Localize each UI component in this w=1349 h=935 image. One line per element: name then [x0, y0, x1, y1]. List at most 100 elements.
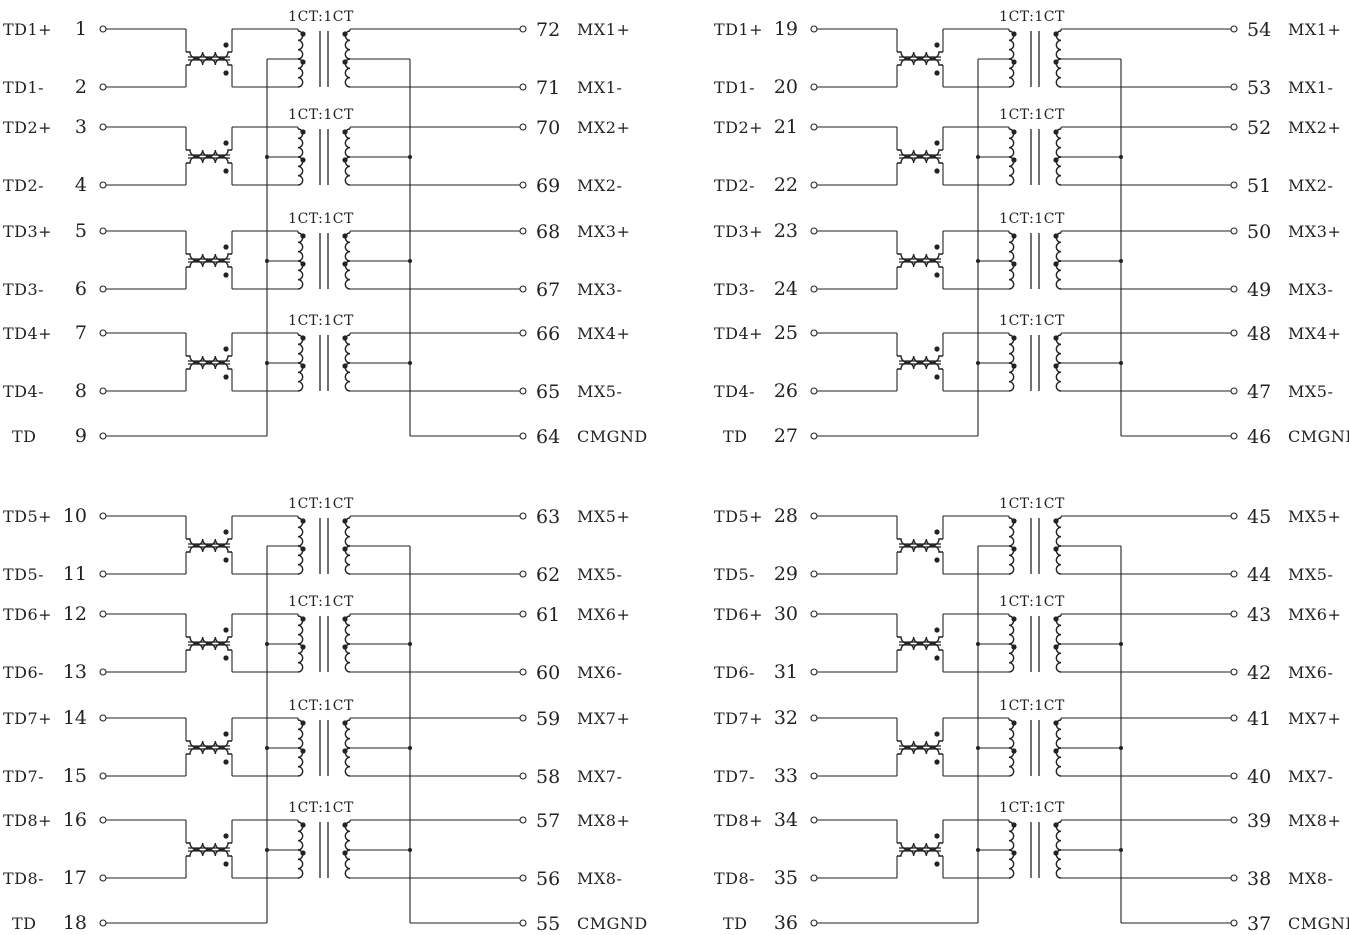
left-pin-number: 12 — [63, 603, 87, 625]
left-signal-label: TD3+ — [714, 222, 763, 241]
choke-coil-lower — [186, 259, 232, 268]
polarity-dot — [342, 616, 348, 622]
pin-terminal — [810, 512, 818, 520]
polarity-dot — [300, 363, 306, 369]
pin-terminal — [99, 816, 107, 824]
polarity-dot — [300, 31, 306, 37]
choke-coil-lower — [897, 57, 943, 66]
pin-terminal — [810, 874, 818, 882]
pin-terminal — [1230, 772, 1238, 780]
turns-ratio-label: 1CT:1CT — [288, 211, 354, 227]
common-mode-choke — [185, 718, 233, 776]
right-pin-number: 53 — [1247, 77, 1271, 99]
polarity-dot — [342, 720, 348, 726]
polarity-dot — [1053, 518, 1059, 524]
left-pin-number: 17 — [63, 867, 87, 889]
polarity-dot — [1053, 822, 1059, 828]
polarity-dot — [1011, 720, 1017, 726]
pin-terminal — [519, 816, 527, 824]
left-pin-number: 14 — [63, 707, 87, 729]
pin-terminal — [519, 668, 527, 676]
left-pin-number: 24 — [774, 278, 798, 300]
polarity-dot — [934, 861, 940, 867]
isolation-transformer — [297, 517, 351, 575]
right-pin-number: 66 — [536, 323, 560, 345]
common-mode-choke — [896, 718, 944, 776]
pin-terminal — [1230, 387, 1238, 395]
pin-terminal — [1230, 668, 1238, 676]
pin-terminal — [99, 714, 107, 722]
right-pin-number: 40 — [1247, 766, 1271, 788]
polarity-dot — [1053, 59, 1059, 65]
right-pin-number: 71 — [536, 77, 560, 99]
choke-coil-lower — [897, 155, 943, 164]
polarity-dot — [934, 70, 940, 76]
polarity-dot — [300, 748, 306, 754]
right-pin-number: 72 — [536, 19, 560, 41]
turns-ratio-label: 1CT:1CT — [999, 107, 1065, 123]
polarity-dot — [342, 233, 348, 239]
left-pin-number: 31 — [774, 661, 798, 683]
right-pin-number: 69 — [536, 175, 560, 197]
pin-terminal — [519, 329, 527, 337]
pin-terminal — [99, 668, 107, 676]
left-signal-label: TD2+ — [3, 118, 52, 137]
pin-terminal — [99, 387, 107, 395]
right-signal-label: MX5- — [577, 382, 622, 401]
left-pin-number: 5 — [75, 220, 87, 242]
polarity-dot — [1053, 850, 1059, 856]
polarity-dot — [223, 42, 229, 48]
ct-right-pin-number: 37 — [1247, 913, 1271, 935]
polarity-dot — [223, 529, 229, 535]
left-signal-label: TD6+ — [3, 605, 52, 624]
polarity-dot — [300, 822, 306, 828]
ct-right-label: CMGND — [1288, 427, 1349, 446]
polarity-dot — [342, 363, 348, 369]
pin-terminal — [519, 610, 527, 618]
pin-terminal — [519, 181, 527, 189]
polarity-dot — [934, 627, 940, 633]
left-signal-label: TD6- — [714, 663, 755, 682]
right-signal-label: MX1- — [1288, 78, 1333, 97]
isolation-transformer — [297, 719, 351, 777]
pin-terminal — [810, 83, 818, 91]
polarity-dot — [1053, 261, 1059, 267]
polarity-dot — [223, 244, 229, 250]
polarity-dot — [1011, 157, 1017, 163]
right-signal-label: MX7+ — [577, 709, 630, 728]
polarity-dot — [300, 59, 306, 65]
right-pin-number: 42 — [1247, 662, 1271, 684]
isolation-transformer — [297, 30, 351, 88]
right-pin-number: 68 — [536, 221, 560, 243]
common-mode-choke — [896, 333, 944, 391]
pin-terminal — [810, 772, 818, 780]
left-signal-label: TD2- — [3, 176, 44, 195]
left-signal-label: TD5+ — [3, 507, 52, 526]
left-pin-number: 16 — [63, 809, 87, 831]
polarity-dot — [934, 244, 940, 250]
common-mode-choke — [896, 127, 944, 185]
pin-terminal — [1230, 285, 1238, 293]
right-pin-number: 63 — [536, 506, 560, 528]
pin-terminal — [1230, 123, 1238, 131]
right-pin-number: 45 — [1247, 506, 1271, 528]
pin-terminal — [810, 714, 818, 722]
isolation-transformer — [297, 128, 351, 186]
turns-ratio-label: 1CT:1CT — [288, 313, 354, 329]
pin-terminal — [1230, 610, 1238, 618]
right-signal-label: MX3+ — [577, 222, 630, 241]
pin-terminal — [99, 432, 107, 440]
polarity-dot — [223, 346, 229, 352]
polarity-dot — [934, 529, 940, 535]
pin-terminal — [1230, 714, 1238, 722]
polarity-dot — [342, 129, 348, 135]
polarity-dot — [300, 616, 306, 622]
turns-ratio-label: 1CT:1CT — [288, 800, 354, 816]
common-mode-choke — [185, 231, 233, 289]
polarity-dot — [300, 850, 306, 856]
